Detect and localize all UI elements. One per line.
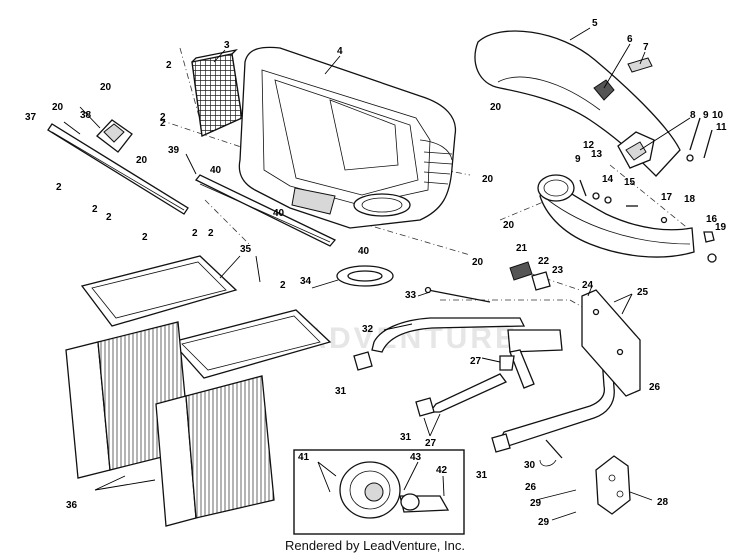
callout-2: 2	[56, 182, 62, 193]
callout-18: 18	[684, 194, 696, 205]
callout-31: 31	[335, 386, 347, 397]
callout-25: 25	[637, 287, 649, 298]
callout-20: 20	[503, 220, 515, 231]
callout-29: 29	[530, 498, 542, 509]
small-hardware	[579, 179, 717, 263]
callout-34: 34	[300, 276, 312, 287]
callout-38: 38	[80, 110, 92, 121]
callout-20: 20	[490, 102, 502, 113]
callout-27: 27	[470, 356, 482, 367]
callout-2: 2	[160, 118, 166, 129]
callout-22: 22	[538, 256, 550, 267]
callout-2: 2	[166, 60, 172, 71]
callout-7: 7	[643, 42, 649, 53]
part-35-bag-frames	[80, 255, 332, 379]
part-32-handle-frame	[371, 317, 615, 447]
callout-31: 31	[400, 432, 412, 443]
callout-42: 42	[436, 465, 448, 476]
callout-19: 19	[715, 222, 727, 233]
callout-20: 20	[472, 257, 484, 268]
callout-24: 24	[582, 280, 594, 291]
callout-20: 20	[100, 82, 112, 93]
callout-29: 29	[538, 517, 550, 528]
callout-21: 21	[516, 243, 528, 254]
part-21-spring	[509, 261, 533, 281]
callout-20: 20	[136, 155, 148, 166]
callout-40: 40	[210, 165, 222, 176]
callout-23: 23	[552, 265, 564, 276]
callout-12: 12	[583, 140, 595, 151]
part-9-10-11-pins	[686, 117, 713, 162]
callout-31: 31	[476, 470, 488, 481]
callout-14: 14	[602, 174, 614, 185]
leader-lines	[63, 27, 691, 521]
callout-15: 15	[624, 177, 636, 188]
callout-2: 2	[160, 112, 166, 123]
callout-2: 2	[208, 228, 214, 239]
part-6-latch	[593, 79, 615, 101]
callout-16: 16	[706, 214, 718, 225]
callout-9: 9	[703, 110, 709, 121]
callout-37: 37	[25, 112, 37, 123]
callout-10: 10	[712, 110, 724, 121]
callout-43: 43	[410, 452, 422, 463]
part-8-hinge-bracket	[617, 131, 655, 169]
callout-4: 4	[337, 46, 343, 57]
part-39-lower-rail	[194, 174, 337, 247]
callout-11: 11	[716, 122, 727, 133]
callout-13: 13	[591, 149, 603, 160]
callout-40: 40	[358, 246, 370, 257]
callout-3: 3	[224, 40, 230, 51]
part-4-bagger-housing	[238, 46, 457, 229]
callout-8: 8	[690, 110, 696, 121]
callout-6: 6	[627, 34, 633, 45]
callout-2: 2	[92, 204, 98, 215]
part-36-bag-baskets	[65, 321, 275, 527]
callout-39: 39	[168, 145, 180, 156]
callout-labels: 3 4 5 6 7 8 9 9 10 11 12 13 14 15 16 17 …	[25, 18, 727, 528]
callout-40: 40	[273, 208, 285, 219]
part-3-mesh-screen	[191, 48, 243, 138]
part-30-pin	[539, 439, 563, 467]
callout-28: 28	[657, 497, 669, 508]
part-22-bushing	[531, 271, 551, 291]
callout-32: 32	[362, 324, 374, 335]
callout-27: 27	[425, 438, 437, 449]
footer-credit: Rendered by LeadVenture, Inc.	[285, 538, 465, 553]
callout-26: 26	[649, 382, 661, 393]
part-37-rail	[47, 123, 189, 215]
callout-2: 2	[142, 232, 148, 243]
part-7-clip	[627, 57, 653, 73]
callout-17: 17	[661, 192, 673, 203]
callout-9: 9	[575, 154, 581, 165]
callout-41: 41	[298, 452, 310, 463]
part-38-bracket	[96, 119, 133, 153]
part-34-ring	[336, 265, 394, 287]
wheel-inset	[293, 449, 465, 535]
part-20-clamp	[537, 174, 575, 202]
callout-35: 35	[240, 244, 252, 255]
callout-2: 2	[192, 228, 198, 239]
callout-2: 2	[280, 280, 286, 291]
part-28-mount-bracket	[595, 455, 631, 515]
callout-5: 5	[592, 18, 598, 29]
callout-30: 30	[524, 460, 536, 471]
callout-20: 20	[482, 174, 494, 185]
callout-20: 20	[52, 102, 64, 113]
callout-36: 36	[66, 500, 78, 511]
callout-2: 2	[106, 212, 112, 223]
part-24-bracket	[581, 289, 641, 397]
callout-26: 26	[525, 482, 537, 493]
part-31-bushings	[353, 351, 511, 453]
part-18-lower-chute	[539, 179, 695, 258]
callout-33: 33	[405, 290, 417, 301]
